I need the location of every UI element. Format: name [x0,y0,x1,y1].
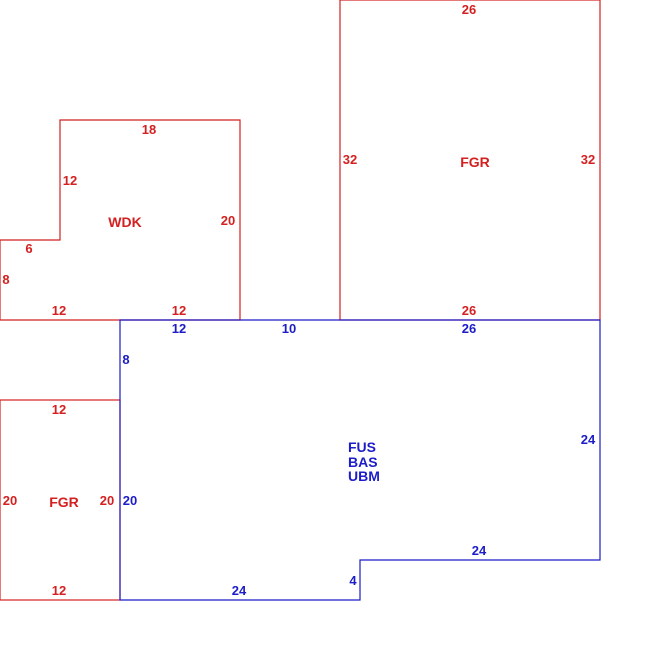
main-dim-right: 24 [581,432,596,447]
wdk-dim-bottom-left: 12 [52,303,66,318]
wdk-dim-step: 6 [25,241,32,256]
wdk-area: WDK 18 12 6 8 20 12 12 [0,119,241,321]
main-label-bas: BAS [348,454,378,470]
main-area: FUS BAS UBM 12 10 26 8 20 24 24 4 24 [119,319,601,601]
fgr-top-dim-right: 32 [581,152,595,167]
main-dim-bottom-right: 24 [472,543,487,558]
main-label-ubm: UBM [348,468,380,484]
main-dim-top-left: 12 [172,321,186,336]
main-outline [119,319,601,601]
fgr-bottom-label: FGR [49,494,79,510]
main-dim-step: 4 [349,573,357,588]
main-dim-bottom-left: 24 [232,583,247,598]
main-dim-top-mid: 10 [282,321,296,336]
fgr-top-dim-left: 32 [343,152,357,167]
wdk-dim-left-upper: 12 [63,173,77,188]
fgr-top-dim-top: 26 [462,2,476,17]
wdk-label: WDK [108,214,141,230]
wdk-outline [0,119,241,321]
fgr-bottom-dim-right: 20 [100,493,114,508]
wdk-dim-top: 18 [142,122,156,137]
fgr-top-dim-bottom: 26 [462,303,476,318]
fgr-top-area: FGR 26 32 32 26 [339,0,601,321]
wdk-dim-left-lower: 8 [2,272,9,287]
fgr-top-label: FGR [460,154,490,170]
main-label-fus: FUS [348,439,376,455]
wdk-dim-bottom-right: 12 [172,303,186,318]
main-dim-left-lower: 20 [123,493,137,508]
fgr-bottom-dim-left: 20 [3,493,17,508]
fgr-bottom-area: FGR 12 20 20 12 [0,399,121,601]
main-dim-top-right: 26 [462,321,476,336]
fgr-bottom-dim-bottom: 12 [52,583,66,598]
fgr-bottom-dim-top: 12 [52,402,66,417]
wdk-dim-right: 20 [221,213,235,228]
main-dim-left-upper: 8 [122,352,129,367]
